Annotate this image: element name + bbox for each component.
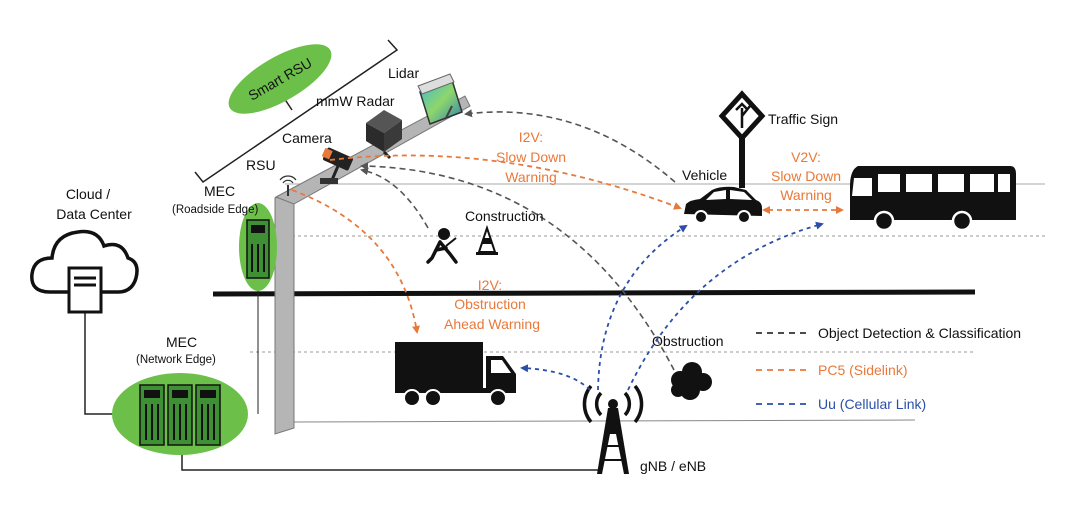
obstruction-label: Obstruction bbox=[652, 333, 724, 349]
mec-network-subtitle: (Network Edge) bbox=[136, 354, 216, 366]
i2v-slow-line2: Slow Down bbox=[496, 149, 566, 165]
i2v-obstruction-line3: Ahead Warning bbox=[444, 316, 540, 332]
rsu-pole bbox=[274, 95, 471, 435]
legend-pc5-label: PC5 (Sidelink) bbox=[818, 362, 907, 378]
detection-links bbox=[360, 109, 676, 371]
mec-network bbox=[112, 373, 248, 455]
labels: Lidar mmW Radar Camera RSU MEC (Roadside… bbox=[56, 65, 841, 474]
mec-roadside bbox=[239, 203, 277, 291]
legend-detection-label: Object Detection & Classification bbox=[818, 325, 1021, 341]
i2v-obstruction-line2: Obstruction bbox=[454, 296, 526, 312]
construction-label: Construction bbox=[465, 208, 544, 224]
legend-uu-label: Uu (Cellular Link) bbox=[818, 396, 926, 412]
obstruction-icon bbox=[671, 362, 712, 400]
rsu-antenna-icon bbox=[279, 175, 297, 196]
car-icon bbox=[684, 186, 762, 224]
mec-roadside-subtitle: (Roadside Edge) bbox=[172, 204, 258, 216]
pc5-links bbox=[291, 154, 844, 334]
i2v-obstruction-line1: I2V: bbox=[478, 277, 502, 293]
cloud-label-line2: Data Center bbox=[56, 206, 132, 222]
truck-icon bbox=[395, 342, 516, 407]
radar-label: mmW Radar bbox=[316, 93, 395, 109]
i2v-slow-line3: Warning bbox=[505, 169, 557, 185]
mec-network-title: MEC bbox=[166, 334, 197, 350]
uu-links bbox=[520, 221, 824, 391]
cloud-label-line1: Cloud / bbox=[66, 186, 110, 202]
v2v-line2: Slow Down bbox=[771, 168, 841, 184]
smart-rsu-ellipse bbox=[228, 44, 332, 114]
radar-sensor bbox=[366, 110, 402, 160]
camera-sensor bbox=[320, 147, 353, 184]
v2v-line1: V2V: bbox=[791, 149, 821, 165]
traffic-sign-icon bbox=[718, 90, 766, 188]
lidar-label: Lidar bbox=[388, 65, 419, 81]
lidar-sensor bbox=[417, 73, 463, 125]
cloud-icon bbox=[30, 229, 139, 314]
legend: Object Detection & Classification PC5 (S… bbox=[756, 325, 1021, 412]
tower-icon bbox=[582, 384, 644, 474]
construction-icon bbox=[426, 224, 498, 264]
vehicle-label: Vehicle bbox=[682, 167, 727, 183]
mec-roadside-title: MEC bbox=[204, 183, 235, 199]
v2v-line3: Warning bbox=[780, 187, 832, 203]
i2v-slow-line1: I2V: bbox=[519, 129, 543, 145]
camera-label: Camera bbox=[282, 130, 332, 146]
gnb-label: gNB / eNB bbox=[640, 458, 706, 474]
rsu-label: RSU bbox=[246, 157, 276, 173]
traffic-sign-label: Traffic Sign bbox=[768, 111, 838, 127]
bus-icon bbox=[850, 166, 1016, 232]
